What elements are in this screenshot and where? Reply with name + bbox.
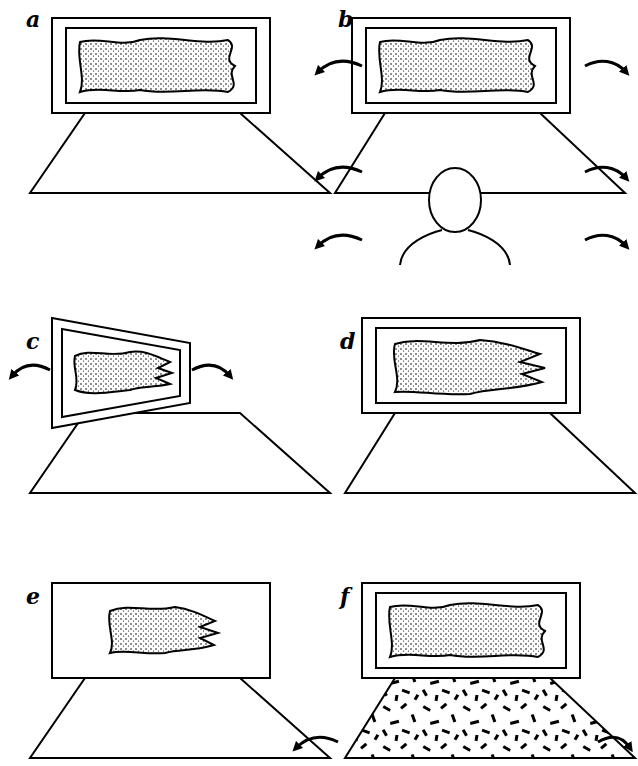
panel-letter: e: [26, 585, 40, 607]
panel-letter: a: [26, 8, 40, 30]
panel-letter: f: [340, 585, 349, 607]
panel-letter: d: [340, 330, 355, 352]
panel-letter: b: [338, 8, 353, 30]
panel-letter: c: [26, 330, 39, 352]
